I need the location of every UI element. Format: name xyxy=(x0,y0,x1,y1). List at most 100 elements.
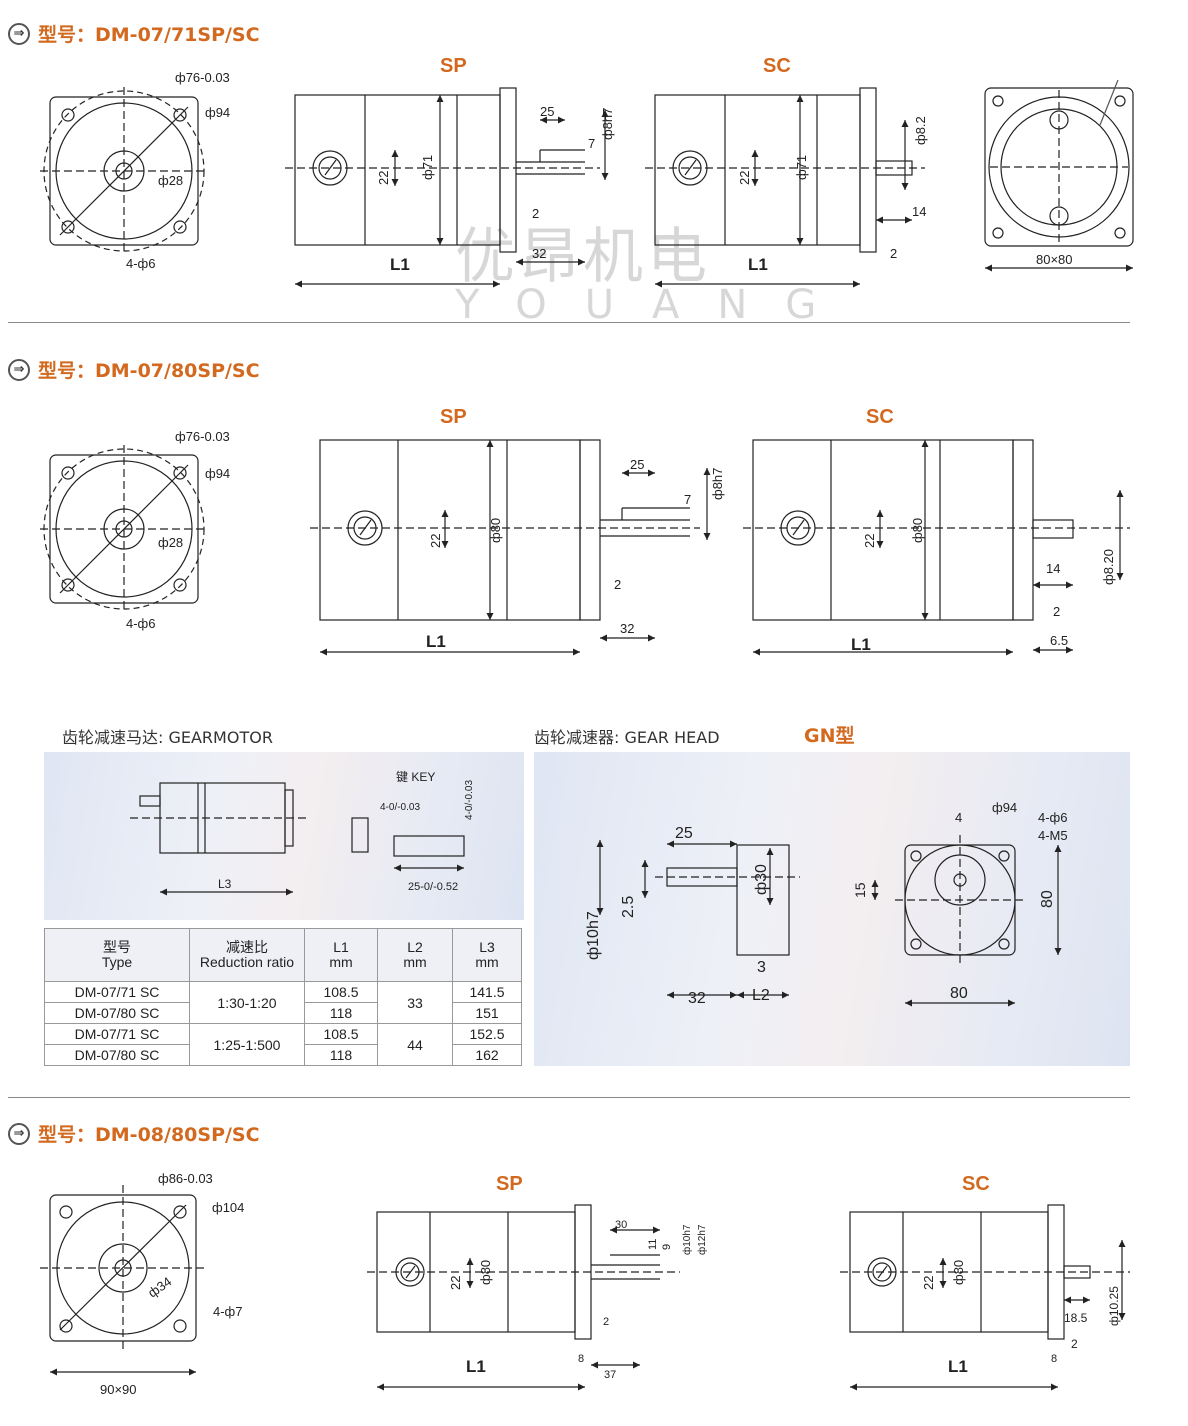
dim-label: 3 xyxy=(757,959,766,976)
dim-label: 2.5 xyxy=(620,896,637,918)
dim-label: 18.5 xyxy=(1064,1311,1088,1325)
dim-label: L3 xyxy=(218,877,232,891)
dim-label: ф28 xyxy=(158,535,183,550)
dim-label: 6.5 xyxy=(1050,633,1068,648)
gn-type-label: GN型 xyxy=(804,725,855,747)
dim-label: ф10.25 xyxy=(1107,1286,1121,1326)
dim-label: ф10h7 xyxy=(585,911,602,960)
dim-label: 25-0/-0.52 xyxy=(408,881,458,893)
cell-l2: 33 xyxy=(377,981,453,1024)
cell-type: DM-07/80 SC xyxy=(44,1044,190,1066)
section-divider xyxy=(8,322,1130,323)
dim-label: 80 xyxy=(1039,890,1056,908)
dim-label: 22 xyxy=(862,534,877,548)
dim-label: 22 xyxy=(376,171,391,185)
gearmotor-drawing xyxy=(130,782,465,896)
key-label: 键 KEY xyxy=(396,770,435,784)
length-label: L1 xyxy=(390,255,410,274)
length-label: L1 xyxy=(426,632,446,651)
dim-label: ф94 xyxy=(992,800,1017,815)
dim-label: 80×80 xyxy=(1036,252,1073,267)
gearhead-panel xyxy=(534,752,1130,1066)
dim-label: 2 xyxy=(532,206,539,221)
dim-label: ф94 xyxy=(205,466,230,481)
dim-label: 2 xyxy=(1053,604,1060,619)
dim-label: ф76-0.03 xyxy=(175,70,230,85)
arrow-circle-icon: ⇒ xyxy=(8,358,30,381)
view-label-sc: SC xyxy=(763,55,791,77)
dim-label: ф10h7 xyxy=(681,1224,693,1255)
dim-label: ф8h7 xyxy=(600,108,615,140)
gearhead-caption: 齿轮减速器: GEAR HEAD xyxy=(534,728,720,747)
dim-label: ф80 xyxy=(488,518,503,543)
dim-label: ф34 xyxy=(145,1274,174,1301)
sp-side-view-1 xyxy=(285,87,609,288)
dim-label: 4 xyxy=(955,810,962,825)
view-label-sp: SP xyxy=(440,55,467,77)
gearmotor-caption: 齿轮减速马达: GEARMOTOR xyxy=(62,728,273,747)
cell-l2: 44 xyxy=(377,1023,453,1066)
view-label-sp: SP xyxy=(440,406,467,428)
dim-label: ф80 xyxy=(951,1260,966,1285)
dim-label: 80 xyxy=(950,985,968,1002)
length-label: L1 xyxy=(851,635,871,654)
table-row: DM-07/80 SC 118 151 xyxy=(44,1002,522,1024)
dim-label: 4-ф7 xyxy=(213,1304,243,1319)
dim-label: ф30 xyxy=(753,864,770,895)
sp-side-view-2 xyxy=(310,439,711,656)
dim-label: 7 xyxy=(588,136,595,151)
table-row: DM-07/71 SC 1:25-1:500 108.5 44 152.5 xyxy=(44,1023,522,1066)
cell-l1: 118 xyxy=(304,1044,378,1066)
dim-label: 32 xyxy=(620,621,634,636)
dim-label: 8 xyxy=(578,1353,584,1365)
dim-label: 14 xyxy=(1046,561,1060,576)
gearhead-drawing xyxy=(596,835,1062,1007)
section-title-text: 型号：DM-08/80SP/SC xyxy=(38,1124,260,1146)
length-label: L1 xyxy=(948,1357,968,1376)
dim-label: L2 xyxy=(752,987,770,1004)
dim-label: 14 xyxy=(912,204,926,219)
dim-label: 4-ф6 xyxy=(1038,810,1068,825)
dim-label: ф8h7 xyxy=(710,468,725,500)
table-row: DM-07/80 SC 118 162 xyxy=(44,1044,522,1066)
cell-ratio: 1:30-1:20 xyxy=(189,981,305,1024)
dim-label: 25 xyxy=(675,825,693,842)
dim-label: ф80 xyxy=(910,518,925,543)
dim-label: 2 xyxy=(1071,1337,1078,1351)
dim-label: 25 xyxy=(540,104,554,119)
cell-l1: 108.5 xyxy=(304,1023,378,1045)
section-title-text: 型号：DM-07/71SP/SC xyxy=(38,24,260,46)
sc-side-view-3 xyxy=(840,1204,1130,1391)
dim-label: 11 xyxy=(647,1239,659,1250)
sc-side-view-1 xyxy=(645,87,925,288)
cell-l1: 118 xyxy=(304,1002,378,1024)
length-label: L1 xyxy=(748,255,768,274)
arrow-circle-icon: ⇒ xyxy=(8,1122,30,1145)
dim-label: 32 xyxy=(688,990,706,1007)
dim-label: 8 xyxy=(1051,1353,1057,1365)
dim-label: 25 xyxy=(630,457,644,472)
cell-l3: 162 xyxy=(452,1044,522,1066)
dim-label: ф28 xyxy=(158,173,183,188)
dim-label: 22 xyxy=(448,1276,463,1290)
dim-label: 22 xyxy=(921,1276,936,1290)
dim-label: ф76-0.03 xyxy=(175,429,230,444)
dim-label: 15 xyxy=(852,882,868,898)
view-label-sp: SP xyxy=(496,1173,523,1195)
dim-label: 90×90 xyxy=(100,1382,137,1397)
dim-label: 4-ф6 xyxy=(126,256,156,271)
arrow-circle-icon: ⇒ xyxy=(8,22,30,45)
dim-label: 4-0/-0.03 xyxy=(464,780,475,820)
dim-label: 22 xyxy=(428,534,443,548)
sp-side-view-3 xyxy=(367,1204,680,1391)
dim-label: 32 xyxy=(532,246,546,261)
section-title-3: ⇒ 型号：DM-08/80SP/SC xyxy=(8,1120,260,1147)
dim-label: 2 xyxy=(603,1316,609,1328)
dim-label: 9 xyxy=(661,1244,673,1250)
